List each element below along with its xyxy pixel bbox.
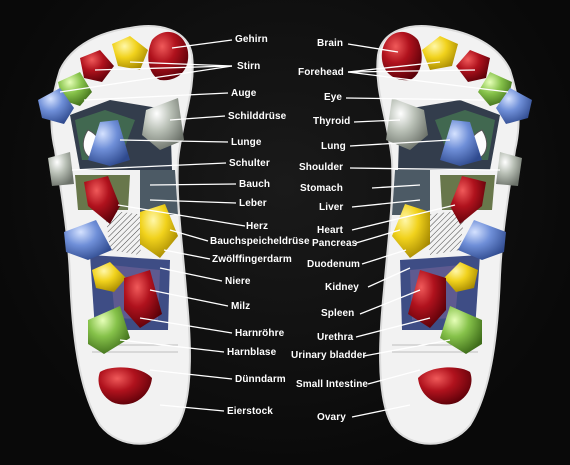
label-schilddruese: Schilddrüse: [228, 111, 287, 122]
nub-blue: [88, 120, 130, 166]
nub-red: [456, 50, 490, 82]
label-zwoelffingerdarm: Zwölffingerdarm: [212, 254, 292, 265]
nub-blue: [496, 88, 532, 124]
label-urinary-bladder: Urinary bladder: [291, 350, 367, 361]
label-pancreas: Pancreas: [312, 238, 358, 249]
label-harnblase: Harnblase: [227, 347, 277, 358]
nub-green: [440, 306, 482, 354]
nub-red: [80, 50, 114, 82]
nub-blue: [38, 88, 74, 124]
label-lung: Lung: [321, 141, 346, 152]
english-leader-lines: [345, 43, 509, 418]
nub-blue: [64, 220, 112, 260]
label-auge: Auge: [231, 88, 257, 99]
label-forehead: Forehead: [298, 67, 344, 78]
label-gehirn: Gehirn: [235, 34, 268, 45]
label-stomach: Stomach: [300, 183, 343, 194]
nub-yellow: [92, 262, 126, 292]
nub-yellow: [444, 262, 478, 292]
label-heart: Heart: [317, 225, 344, 236]
label-niere: Niere: [225, 276, 251, 287]
nub-red: [418, 367, 472, 405]
nub-red: [124, 270, 162, 328]
label-eierstock: Eierstock: [227, 406, 273, 417]
label-duodenum: Duodenum: [307, 259, 361, 270]
nub-yellow: [422, 36, 458, 70]
nub-grey: [48, 152, 74, 186]
label-schulter: Schulter: [229, 158, 270, 169]
right-foot-nubs: [381, 31, 532, 405]
nub-red: [381, 31, 422, 81]
left-foot-nubs: [38, 31, 189, 405]
german-leader-lines: [59, 39, 246, 412]
nub-red: [408, 270, 446, 328]
label-urethra: Urethra: [317, 332, 354, 343]
nub-grey: [142, 98, 184, 150]
nub-green: [88, 306, 130, 354]
label-harnroehre: Harnröhre: [235, 328, 285, 339]
nub-blue: [440, 120, 482, 166]
label-eye: Eye: [324, 92, 343, 103]
label-leber: Leber: [239, 198, 267, 209]
label-liver: Liver: [319, 202, 344, 213]
label-bauch: Bauch: [239, 179, 271, 190]
label-shoulder: Shoulder: [299, 162, 344, 173]
label-herz: Herz: [246, 221, 269, 232]
label-thyroid: Thyroid: [313, 116, 351, 127]
nub-red: [84, 176, 120, 224]
label-bauchspeicheldruese: Bauchspeicheldrüse: [210, 236, 310, 247]
label-brain: Brain: [317, 38, 344, 49]
nub-yellow: [140, 204, 178, 258]
nub-red: [98, 367, 152, 405]
label-lunge: Lunge: [231, 137, 262, 148]
label-kidney: Kidney: [325, 282, 359, 293]
label-ovary: Ovary: [317, 412, 346, 423]
nub-grey: [496, 152, 522, 186]
label-stirn: Stirn: [237, 61, 261, 72]
label-duenndarm: Dünndarm: [235, 374, 286, 385]
label-small-intestine: Small Intestine: [296, 379, 369, 390]
label-milz: Milz: [231, 301, 251, 312]
label-spleen: Spleen: [321, 308, 355, 319]
nub-blue: [458, 220, 506, 260]
nub-red: [450, 176, 486, 224]
nub-yellow: [112, 36, 148, 70]
nub-grey: [386, 98, 428, 150]
